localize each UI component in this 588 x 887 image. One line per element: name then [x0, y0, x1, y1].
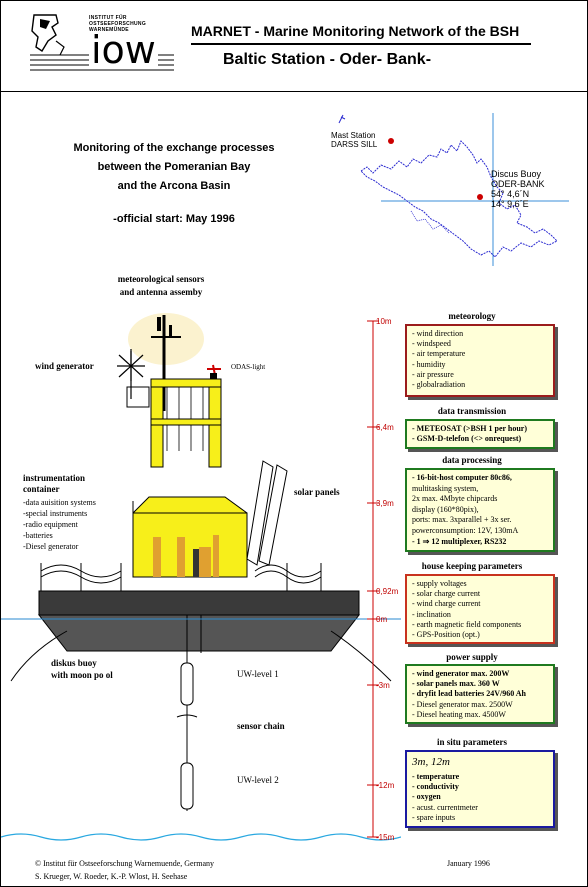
page-subtitle: Baltic Station - Oder- Bank-	[223, 51, 432, 68]
depth-minus-12m: -12m	[376, 781, 395, 790]
intro-block: Monitoring of the exchange processes bet…	[29, 139, 319, 229]
depth-3-9m: 3,9m	[376, 499, 394, 508]
house-keeping-title: house keeping parameters	[421, 561, 523, 571]
logo-text: INSTITUT FÜR OSTSEEFORSCHUNG WARNEMÜNDE	[89, 15, 147, 33]
baltic-map	[338, 113, 569, 266]
depth-minus-15m: -15m	[376, 833, 395, 842]
instr-container-label: instrumentation container	[23, 473, 86, 494]
data-processing-title: data processing	[442, 455, 502, 465]
buoy-illustration	[1, 313, 401, 841]
footer-date: January 1996	[447, 859, 490, 868]
uw-level-1-label: UW-level 1	[237, 669, 279, 679]
title-underline	[191, 43, 531, 45]
met-sensors-label: meteorological sensors and antenna assem…	[117, 274, 205, 297]
house-keeping-box: - supply voltages - solar charge current…	[405, 574, 555, 644]
data-transmission-title: data transmission	[437, 406, 507, 416]
sensor-chain-label: sensor chain	[237, 721, 285, 731]
meteorology-title: meteorology	[448, 311, 496, 321]
page-title: MARNET - Marine Monitoring Network of th…	[191, 23, 520, 39]
depth-0-92m: 0,92m	[376, 587, 399, 596]
in-situ-title: in situ parameters	[437, 737, 507, 747]
in-situ-box: 3m, 12m - temperature - conductivity - o…	[405, 750, 555, 828]
instr-items: -data auisition systems -special instrum…	[23, 498, 96, 551]
uw-level-2-label: UW-level 2	[237, 775, 279, 785]
depth-10m: 10m	[376, 317, 392, 326]
solar-panels-label: solar panels	[294, 487, 340, 497]
wind-generator-label: wind generator	[35, 361, 94, 371]
data-transmission-box: - METEOSAT (>BSH 1 per hour) - GSM-D-tel…	[405, 419, 555, 449]
odas-light-label: ODAS-light	[231, 363, 266, 371]
depth-minus-3m: -3m	[376, 681, 390, 690]
footer-authors: S. Krueger, W. Roeder, K.-P. Wlost, H. S…	[35, 872, 188, 881]
intro-line-2: between the Pomeranian Bay	[97, 161, 251, 173]
power-supply-title: power supply	[446, 652, 498, 662]
depth-6-4m: 6,4m	[376, 423, 394, 432]
footer-institute: © Institut für Ostseeforschung Warnemuen…	[35, 859, 215, 868]
official-start: -official start: May 1996	[113, 213, 235, 225]
intro-line-1: Monitoring of the exchange processes	[73, 142, 275, 154]
discus-buoy-label: Discus Buoy ODER-BANK 54° 4,6´N 14° 9,6´…	[491, 169, 545, 209]
depth-0m: 0m	[376, 615, 388, 624]
logo-letters: iow	[89, 28, 158, 72]
data-processing-box: - 16-bit-host computer 80c86, multitaski…	[405, 468, 555, 552]
power-supply-box: - wind generator max. 200W - solar panel…	[405, 664, 555, 724]
meteorology-box: - wind direction - windspeed - air tempe…	[405, 324, 555, 397]
intro-line-3: and the Arcona Basin	[117, 180, 231, 192]
header-divider	[1, 91, 587, 92]
diskus-buoy-label: diskus buoy with moon po ol	[51, 658, 113, 680]
mast-station-label: Mast Station DARSS SILL	[331, 131, 378, 149]
